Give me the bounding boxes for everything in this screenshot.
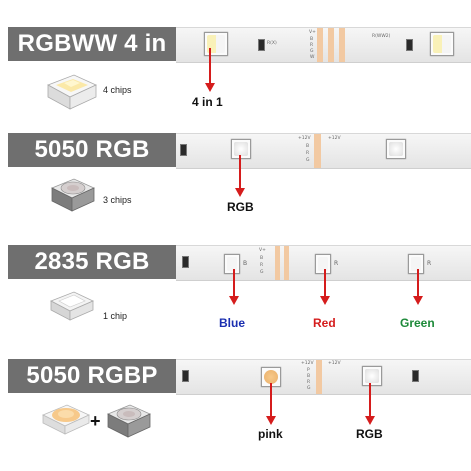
resistor bbox=[182, 256, 189, 268]
pointer-arrow-head bbox=[266, 416, 276, 425]
silk-label: +12V bbox=[328, 136, 341, 141]
chip-count-label: 4 chips bbox=[103, 85, 132, 95]
smd-chip-2835-icon bbox=[50, 291, 94, 321]
led-chip bbox=[224, 254, 240, 274]
silk-label: B bbox=[243, 260, 248, 267]
silk-label: V+ bbox=[309, 30, 316, 35]
callout-label: 4 in 1 bbox=[192, 95, 223, 109]
pointer-arrow bbox=[209, 48, 211, 84]
callout-label: pink bbox=[258, 427, 283, 441]
section-title: 2835 RGB bbox=[8, 245, 176, 279]
pointer-arrow-head bbox=[235, 188, 245, 197]
silk-label: W bbox=[310, 55, 315, 60]
chip-count-label: 3 chips bbox=[103, 195, 132, 205]
silk-label: +12V bbox=[301, 361, 314, 366]
resistor bbox=[412, 370, 419, 382]
resistor bbox=[182, 370, 189, 382]
silk-label: B bbox=[310, 37, 314, 42]
silk-label: B bbox=[307, 374, 311, 379]
led-chip bbox=[362, 366, 382, 386]
warm-led-icon bbox=[42, 404, 90, 435]
smd-chip-4in1-icon bbox=[47, 74, 97, 110]
pointer-arrow bbox=[233, 269, 235, 297]
led-chip bbox=[386, 139, 406, 159]
silk-label: V+ bbox=[259, 248, 266, 253]
section-5050-rgb: 5050 RGB +12V +12V B R G 3 chips RGB bbox=[0, 133, 471, 243]
led-strip: B V+ B R G R R bbox=[176, 245, 471, 281]
silk-label: +12V bbox=[328, 361, 341, 366]
silk-label: R(X) bbox=[267, 41, 277, 46]
silk-label: R bbox=[427, 260, 432, 267]
led-strip: +12V +12V P B R G bbox=[176, 359, 471, 395]
silk-label: R(WW2) bbox=[372, 34, 391, 39]
led-chip bbox=[408, 254, 424, 274]
callout-label: RGB bbox=[227, 200, 254, 214]
callout-label: Red bbox=[313, 316, 336, 330]
pointer-arrow bbox=[239, 155, 241, 189]
silk-label: G bbox=[306, 158, 310, 163]
callout-label: Green bbox=[400, 316, 435, 330]
silk-label: P bbox=[307, 368, 310, 373]
section-title: 5050 RGBP bbox=[8, 359, 176, 393]
silk-label: R bbox=[334, 260, 339, 267]
pointer-arrow bbox=[270, 383, 272, 417]
led-strip: R(X) V+ B R G W R(WW2) bbox=[176, 27, 471, 63]
pointer-arrow-head bbox=[229, 296, 239, 305]
silk-label: R bbox=[260, 263, 264, 268]
chip-count-label: 1 chip bbox=[103, 311, 128, 321]
led-chip bbox=[430, 32, 454, 56]
led-chip bbox=[231, 139, 251, 159]
pointer-arrow-head bbox=[413, 296, 423, 305]
pointer-arrow-head bbox=[205, 83, 215, 92]
callout-label: Blue bbox=[219, 316, 246, 330]
silk-label: R bbox=[307, 380, 311, 385]
resistor bbox=[258, 39, 265, 51]
pointer-arrow bbox=[417, 269, 419, 297]
section-rgbww: RGBWW 4 in 1 R(X) V+ B R G W R(WW2) 4 ch… bbox=[0, 27, 471, 137]
smd-chip-5050-icon bbox=[51, 178, 95, 212]
callout-label: RGB bbox=[356, 427, 383, 441]
plus-sign: + bbox=[90, 411, 101, 431]
pointer-arrow bbox=[324, 269, 326, 297]
section-5050-rgbp: 5050 RGBP +12V +12V P B R G + pink RGB bbox=[0, 359, 471, 469]
silk-label: R bbox=[310, 43, 314, 48]
silk-label: R bbox=[306, 151, 310, 156]
resistor bbox=[406, 39, 413, 51]
led-chip bbox=[204, 32, 228, 56]
pointer-arrow-head bbox=[320, 296, 330, 305]
silk-label: G bbox=[310, 49, 314, 54]
resistor bbox=[180, 144, 187, 156]
section-2835-rgb: 2835 RGB B V+ B R G R R 1 chip Blue Red … bbox=[0, 245, 471, 355]
section-title: RGBWW 4 in 1 bbox=[8, 27, 176, 91]
smd-chip-5050-icon bbox=[107, 404, 151, 438]
pointer-arrow-head bbox=[365, 416, 375, 425]
led-strip: +12V +12V B R G bbox=[176, 133, 471, 169]
silk-label: B bbox=[260, 256, 264, 261]
silk-label: G bbox=[260, 270, 264, 275]
pointer-arrow bbox=[369, 383, 371, 417]
silk-label: B bbox=[306, 144, 310, 149]
silk-label: +12V bbox=[298, 136, 311, 141]
section-title: 5050 RGB bbox=[8, 133, 176, 167]
led-chip bbox=[315, 254, 331, 274]
silk-label: G bbox=[307, 386, 311, 391]
